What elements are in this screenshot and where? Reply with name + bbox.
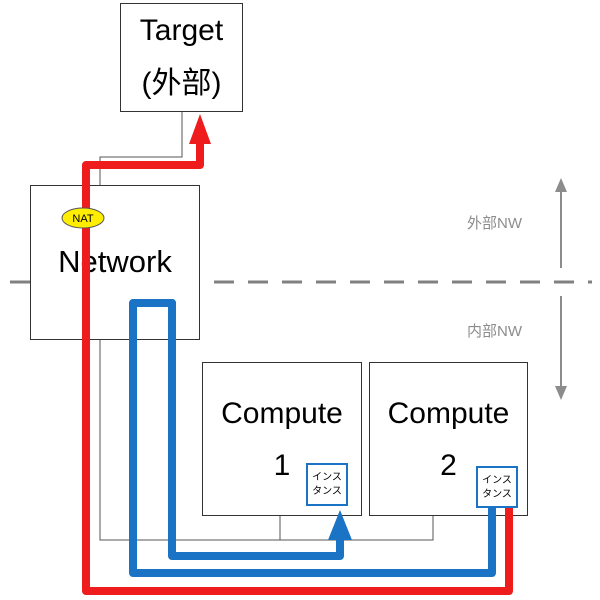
nat-badge-label: NAT bbox=[72, 213, 93, 225]
compute1-title: Compute bbox=[221, 397, 343, 430]
compute1-instance-line1: インス bbox=[312, 472, 342, 483]
compute2-instance-line2: タンス bbox=[482, 489, 512, 500]
compute2-number: 2 bbox=[440, 449, 457, 482]
network-target-link bbox=[99, 112, 183, 185]
compute1-instance-line2: タンス bbox=[312, 486, 342, 497]
target-title: Target bbox=[139, 14, 224, 47]
external-route bbox=[82, 136, 513, 595]
compute1-number: 1 bbox=[273, 449, 291, 482]
internal-zone-arrow bbox=[555, 296, 567, 400]
network-label: Network bbox=[58, 244, 172, 279]
nat-badge: NAT bbox=[61, 207, 105, 229]
compute2-internal-route bbox=[129, 299, 496, 577]
external-zone-arrow bbox=[555, 178, 567, 268]
target-box: Target (外部) bbox=[120, 3, 243, 112]
compute1-route-arrowhead bbox=[328, 510, 352, 540]
external-route-arrowhead bbox=[189, 114, 211, 144]
network-box: Network bbox=[30, 185, 200, 340]
compute1-instance-box: インス タンス bbox=[306, 463, 348, 506]
internal-bus-left bbox=[99, 340, 281, 541]
compute2-title: Compute bbox=[387, 397, 510, 430]
compute2-instance-line1: インス bbox=[482, 475, 512, 486]
compute2-instance-box: インス タンス bbox=[476, 466, 518, 508]
external-zone-label: 外部NW bbox=[467, 215, 522, 232]
target-subtitle: (外部) bbox=[141, 67, 222, 100]
compute1-internal-route bbox=[168, 299, 344, 560]
internal-zone-label: 内部NW bbox=[467, 323, 522, 340]
